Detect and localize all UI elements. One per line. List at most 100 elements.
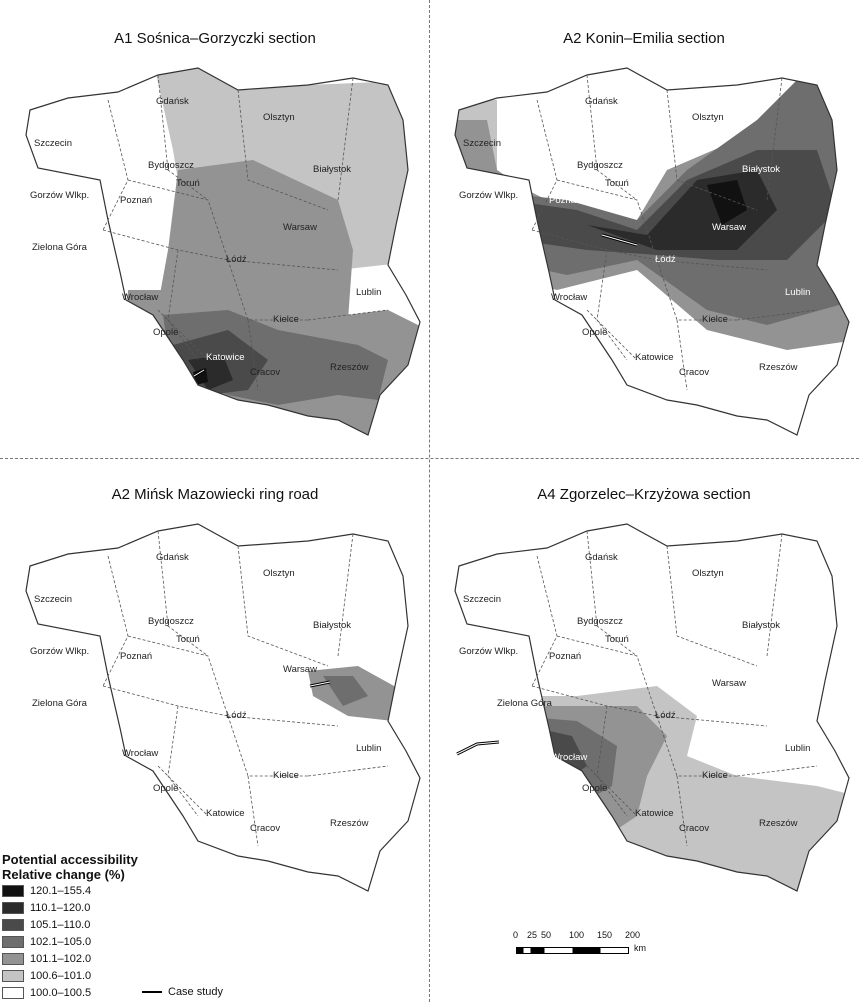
city-label: Katowice — [635, 352, 674, 363]
city-label: Bydgoszcz — [148, 160, 194, 171]
city-label: Bydgoszcz — [577, 616, 623, 627]
city-label: Opole — [582, 783, 607, 794]
city-label: Wrocław — [122, 292, 158, 303]
legend-item: 102.1–105.0 — [2, 934, 262, 950]
scale-unit: km — [634, 943, 646, 953]
legend-label: 100.0–100.5 — [30, 987, 92, 999]
scale-tick-label: 0 — [513, 930, 519, 940]
legend-item: 110.1–120.0 — [2, 900, 262, 916]
city-label: Cracov — [679, 367, 709, 378]
city-label: Łódź — [655, 254, 676, 265]
city-label: Białystok — [742, 164, 780, 175]
legend-item: 100.0–100.5 — [2, 985, 262, 1001]
city-label: Warsaw — [283, 222, 317, 233]
city-label: Zielona Góra — [32, 242, 88, 253]
panel-title-a2-minsk: A2 Mińsk Mazowiecki ring road — [111, 486, 319, 503]
map-panel-a2-konin: Gdańsk Olsztyn Szczecin Bydgoszcz Białys… — [454, 67, 850, 436]
city-labels-a1: Gdańsk Olsztyn Szczecin Bydgoszcz Białys… — [30, 96, 381, 378]
legend-item: 101.1–102.0 — [2, 951, 262, 967]
legend-swatch — [2, 953, 24, 965]
legend-label: 101.1–102.0 — [30, 953, 92, 965]
legend-label: 102.1–105.0 — [30, 936, 92, 948]
case-study-legend: Case study — [142, 986, 223, 998]
city-label: Warsaw — [283, 664, 317, 675]
city-label: Zielona Góra — [461, 242, 517, 253]
city-label: Olsztyn — [692, 568, 724, 579]
city-label: Rzeszów — [330, 818, 369, 829]
city-label: Poznań — [120, 195, 152, 206]
city-label: Katowice — [635, 808, 674, 819]
legend-item: 100.6–101.0 — [2, 968, 262, 984]
city-label: Bydgoszcz — [577, 160, 623, 171]
legend: Potential accessibility Relative change … — [2, 852, 262, 1001]
city-label: Gdańsk — [156, 96, 189, 107]
city-label: Cracov — [679, 823, 709, 834]
city-label: Opole — [153, 327, 178, 338]
legend-item: 105.1–110.0 — [2, 917, 262, 933]
city-label: Zielona Góra — [497, 698, 553, 709]
legend-label: 105.1–110.0 — [30, 919, 91, 931]
legend-title-line2: Relative change (%) — [2, 867, 125, 882]
city-label: Łódź — [226, 710, 247, 721]
city-label: Białystok — [313, 164, 351, 175]
city-label: Cracov — [250, 823, 280, 834]
legend-swatch — [2, 919, 24, 931]
legend-swatch — [2, 936, 24, 948]
panel-title-a2-konin: A2 Konin–Emilia section — [563, 30, 725, 47]
city-label: Toruń — [176, 634, 200, 645]
city-label: Szczecin — [463, 138, 501, 149]
city-label: Lublin — [356, 287, 381, 298]
city-label: Poznań — [120, 651, 152, 662]
map-panel-a4: Gdańsk Olsztyn Szczecin Bydgoszcz Białys… — [454, 523, 850, 892]
city-label: Cracov — [250, 367, 280, 378]
city-label: Toruń — [176, 178, 200, 189]
city-label: Gdańsk — [585, 552, 618, 563]
city-label: Olsztyn — [263, 112, 295, 123]
legend-item: 120.1–155.4 — [2, 883, 262, 899]
city-label: Lublin — [785, 743, 810, 754]
city-label: Wrocław — [551, 752, 587, 763]
city-label: Zielona Góra — [32, 698, 88, 709]
city-label: Poznań — [549, 195, 581, 206]
city-label: Warsaw — [712, 678, 746, 689]
legend-swatch — [2, 902, 24, 914]
panel-title-a4: A4 Zgorzelec–Krzyżowa section — [537, 486, 751, 503]
case-study-line-icon — [142, 991, 162, 993]
city-label: Toruń — [605, 634, 629, 645]
case-study-label: Case study — [168, 986, 224, 998]
city-label: Gdańsk — [156, 552, 189, 563]
map-panel-a1: Gdańsk Olsztyn Szczecin Bydgoszcz Białys… — [25, 67, 421, 436]
city-label: Rzeszów — [330, 362, 369, 373]
legend-swatch — [2, 970, 24, 982]
city-label: Gdańsk — [585, 96, 618, 107]
city-label: Gorzów Wlkp. — [30, 190, 89, 201]
legend-label: 120.1–155.4 — [30, 885, 92, 897]
city-label: Lublin — [356, 743, 381, 754]
legend-title-line1: Potential accessibility — [2, 852, 138, 867]
city-label: Kielce — [273, 770, 299, 781]
legend-swatch — [2, 885, 24, 897]
city-label: Olsztyn — [692, 112, 724, 123]
scale-tick-label: 25 — [527, 930, 538, 940]
legend-swatch — [2, 987, 24, 999]
scale-bar-graphic — [516, 947, 629, 954]
legend-label: 100.6–101.0 — [30, 970, 92, 982]
scale-tick-label: 100 — [569, 930, 585, 940]
city-label: Katowice — [206, 352, 245, 363]
map-panel-a2-minsk: Gdańsk Olsztyn Szczecin Bydgoszcz Białys… — [25, 523, 421, 892]
horizontal-divider — [0, 458, 859, 459]
vertical-divider — [429, 0, 430, 1002]
city-label: Kielce — [273, 314, 299, 325]
panel-title-a1: A1 Sośnica–Gorzyczki section — [114, 30, 316, 47]
city-label: Opole — [153, 783, 178, 794]
legend-rows: 120.1–155.4 110.1–120.0 105.1–110.0 102.1–1… — [2, 883, 262, 1001]
scale-tick-label: 50 — [541, 930, 552, 940]
city-label: Rzeszów — [759, 362, 798, 373]
city-label: Łódź — [226, 254, 247, 265]
city-label: Bydgoszcz — [148, 616, 194, 627]
city-label: Wrocław — [551, 292, 587, 303]
city-label: Rzeszów — [759, 818, 798, 829]
city-label: Szczecin — [463, 594, 501, 605]
